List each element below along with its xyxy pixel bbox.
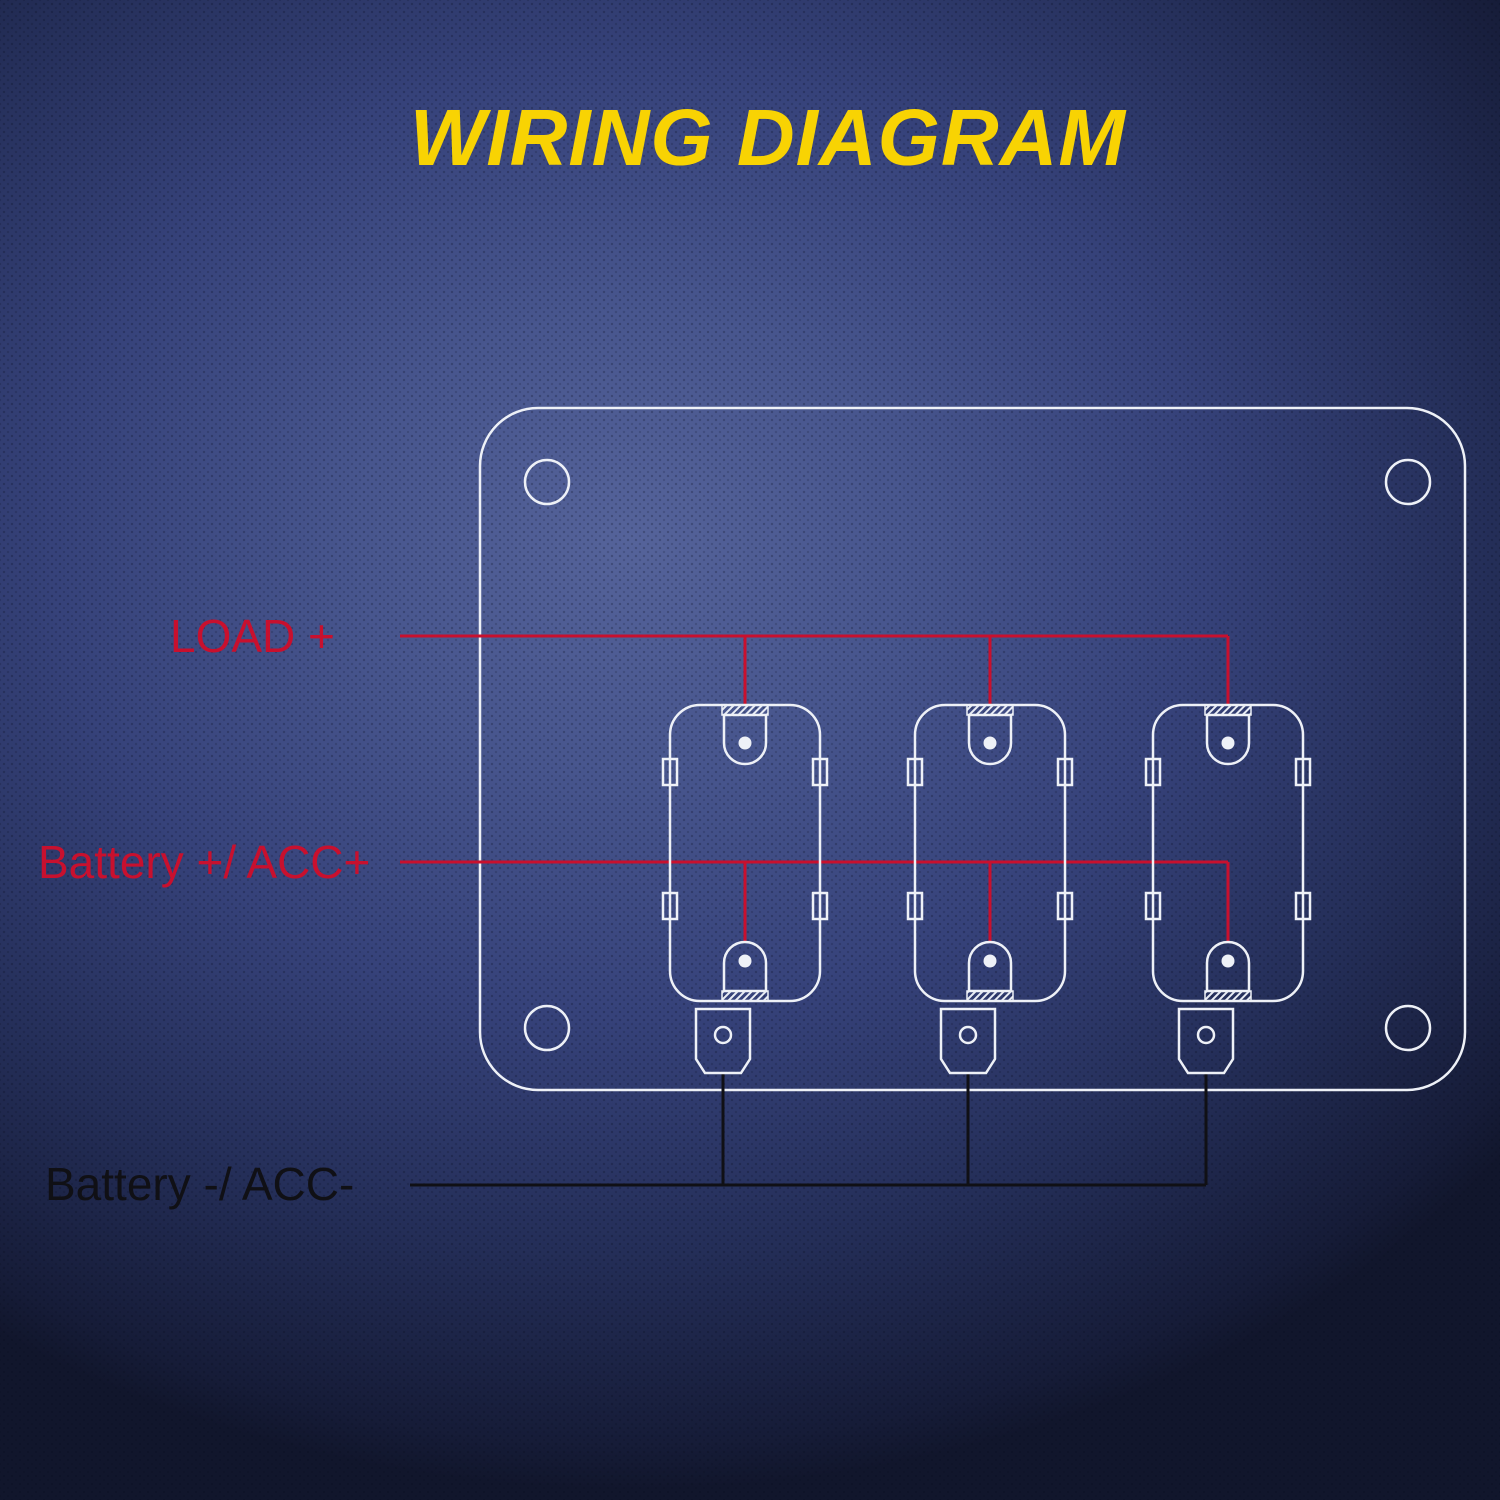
- label-battery-positive: Battery +/ ACC+: [38, 836, 370, 888]
- screw-hole: [1384, 1004, 1432, 1052]
- label-load-positive: LOAD +: [170, 610, 335, 662]
- wire-load-positive: [400, 634, 1230, 705]
- screw-hole: [523, 458, 571, 506]
- label-battery-negative: Battery -/ ACC-: [45, 1158, 354, 1210]
- screw-hole: [523, 1004, 571, 1052]
- page-title: WIRING DIAGRAM: [410, 93, 1128, 182]
- screw-hole: [1384, 458, 1432, 506]
- wire-battery-negative: [410, 1073, 1208, 1187]
- panel-outline: [478, 406, 1467, 1092]
- wire-battery-positive: [400, 860, 1230, 942]
